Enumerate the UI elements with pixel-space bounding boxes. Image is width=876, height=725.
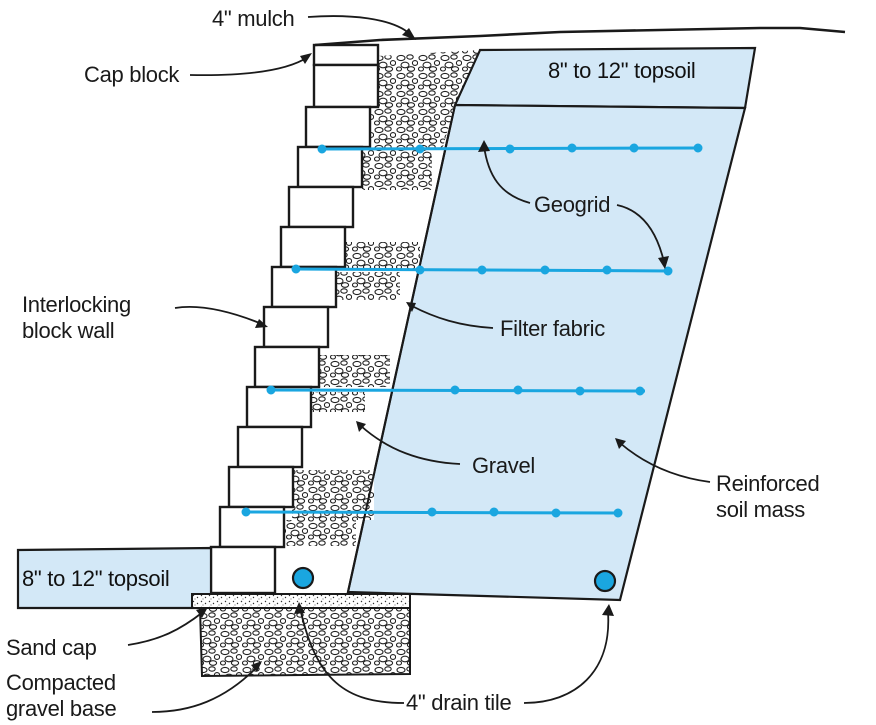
ground-surface: [314, 26, 846, 47]
reinforced-soil-label-line2: soil mass: [716, 497, 805, 522]
lower-topsoil-label: 8" to 12" topsoil: [22, 566, 170, 591]
interlocking-block-wall: [209, 43, 380, 595]
sand-cap-label: Sand cap: [6, 635, 97, 660]
drain-tile-front: [291, 566, 315, 590]
arrow-heads: [196, 28, 669, 672]
mulch-label: 4" mulch: [212, 6, 295, 31]
gravel-label: Gravel: [472, 453, 535, 478]
interlocking-wall-label-line2: block wall: [22, 318, 115, 343]
filter-fabric-line: [347, 49, 481, 593]
cap-block-label: Cap block: [84, 62, 180, 87]
geogrid-layers: [241, 143, 703, 518]
reinforced-soil-label-line1: Reinforced: [716, 471, 820, 496]
gravel-backfill-patches: [284, 150, 432, 546]
interlocking-wall-label-line1: Interlocking: [22, 292, 131, 317]
filter-fabric-label: Filter fabric: [500, 316, 605, 341]
drain-tile-back: [593, 569, 617, 593]
compacted-base-label-line1: Compacted: [6, 670, 116, 695]
compacted-base-label-line2: gravel base: [6, 696, 117, 721]
geogrid-label: Geogrid: [534, 192, 611, 217]
drain-tile-label: 4" drain tile: [406, 690, 512, 715]
leader-arrows: [127, 15, 711, 713]
gravel-backfill-upper: [365, 50, 480, 150]
compacted-gravel-base: [198, 607, 411, 678]
upper-topsoil-label: 8" to 12" topsoil: [548, 58, 696, 83]
